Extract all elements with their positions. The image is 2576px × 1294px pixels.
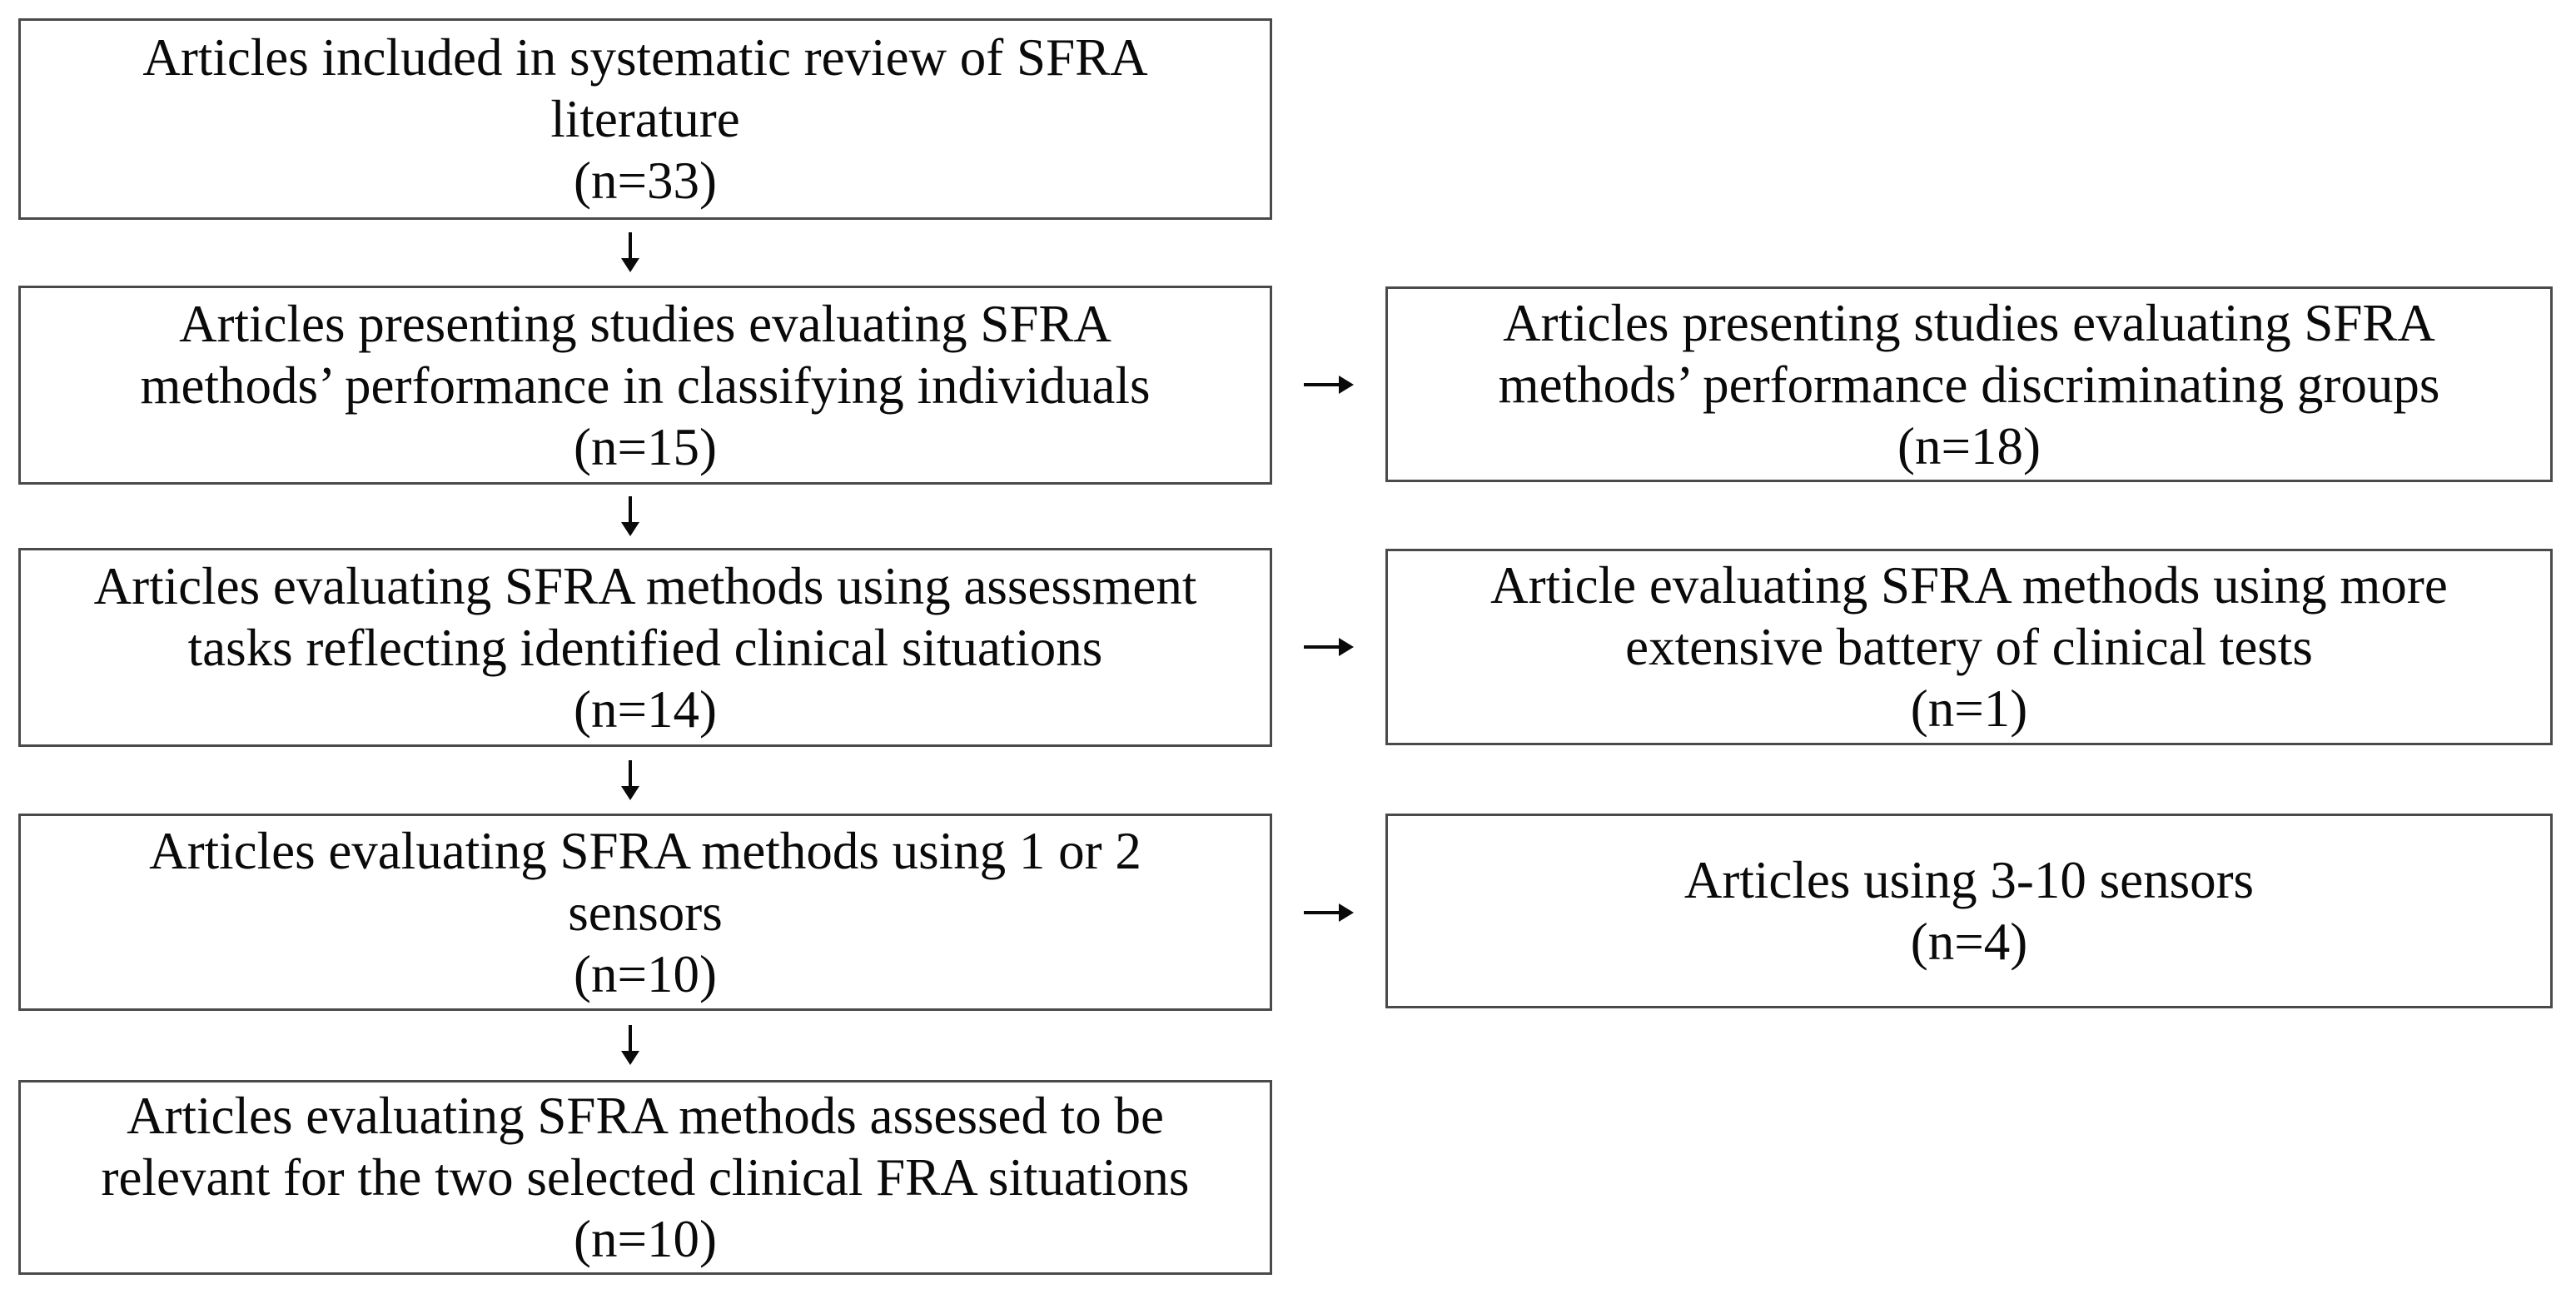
- box-relevant-final-text: Articles evaluating SFRA methods assesse…: [101, 1087, 1190, 1268]
- down-arrow-icon: [617, 496, 644, 536]
- right-arrow-icon: [1304, 896, 1354, 929]
- box-relevant-final: Articles evaluating SFRA methods assesse…: [18, 1080, 1272, 1275]
- down-arrow-icon: [617, 232, 644, 272]
- down-arrow-icon: [617, 760, 644, 800]
- box-articles-included-text: Articles included in systematic review o…: [142, 28, 1148, 210]
- box-extensive-battery: Article evaluating SFRA methods using mo…: [1385, 549, 2553, 745]
- box-one-or-two-sensors-text: Articles evaluating SFRA methods using 1…: [149, 821, 1141, 1003]
- box-extensive-battery-text: Article evaluating SFRA methods using mo…: [1490, 556, 2448, 738]
- box-articles-included: Articles included in systematic review o…: [18, 18, 1272, 220]
- down-arrow-icon: [617, 1025, 644, 1065]
- box-classifying-individuals-text: Articles presenting studies evaluating S…: [140, 294, 1151, 476]
- box-three-to-ten-sensors: Articles using 3-10 sensors (n=4): [1385, 814, 2553, 1008]
- box-assessment-tasks-text: Articles evaluating SFRA methods using a…: [93, 556, 1197, 739]
- right-arrow-icon: [1304, 368, 1354, 401]
- box-discriminating-groups-text: Articles presenting studies evaluating S…: [1498, 293, 2440, 475]
- box-three-to-ten-sensors-text: Articles using 3-10 sensors (n=4): [1683, 851, 2255, 971]
- box-assessment-tasks: Articles evaluating SFRA methods using a…: [18, 548, 1272, 747]
- box-discriminating-groups: Articles presenting studies evaluating S…: [1385, 286, 2553, 482]
- right-arrow-icon: [1304, 630, 1354, 664]
- box-classifying-individuals: Articles presenting studies evaluating S…: [18, 286, 1272, 485]
- box-one-or-two-sensors: Articles evaluating SFRA methods using 1…: [18, 814, 1272, 1011]
